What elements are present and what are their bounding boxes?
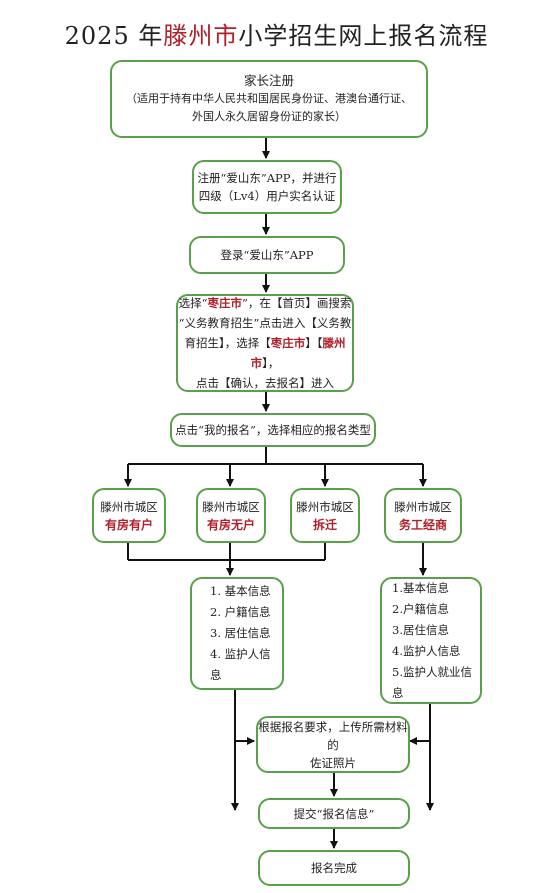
list-item: 3.居住信息 bbox=[392, 622, 449, 637]
type-area: 滕州市城区 bbox=[394, 499, 452, 514]
upload-line1: 根据报名要求，上传所需材料的 bbox=[258, 719, 408, 752]
register-title: 家长注册 bbox=[243, 73, 294, 88]
list-item: 1. 基本信息 bbox=[210, 584, 271, 598]
list-item: 4.监护人信息 bbox=[392, 643, 461, 658]
select-line4: 点击【确认，去报名】进入 bbox=[196, 376, 334, 390]
step-upload: 根据报名要求，上传所需材料的 佐证照片 bbox=[256, 716, 410, 773]
list-item: 1.基本信息 bbox=[392, 580, 449, 595]
register-note-1: （适用于持有中华人民共和国居民身份证、港澳台通行证、 bbox=[126, 92, 412, 105]
step-select-region: 选择“枣庄市”，在【首页】画搜索 “义务教育招生”点击进入【义务教 育招生】，选… bbox=[176, 294, 354, 392]
step-app-register: 注册“爱山东”APP，并进行 四级（Lv4）用户实名认证 bbox=[192, 160, 342, 214]
step-done: 报名完成 bbox=[258, 850, 410, 886]
upload-line2: 佐证照片 bbox=[310, 755, 356, 770]
step-parent-register: 家长注册 （适用于持有中华人民共和国居民身份证、港澳台通行证、 外国人永久居留身… bbox=[110, 60, 428, 138]
my-signup-text: 点击“我的报名”，选择相应的报名类型 bbox=[175, 423, 371, 437]
type-box-2: 滕州市城区 有房无户 bbox=[196, 488, 266, 543]
type-label: 拆迁 bbox=[312, 517, 337, 532]
type-box-3: 滕州市城区 拆迁 bbox=[290, 488, 360, 543]
step-my-signup: 点击“我的报名”，选择相应的报名类型 bbox=[170, 413, 376, 447]
type-area: 滕州市城区 bbox=[100, 499, 158, 514]
title-year: 2025 年 bbox=[64, 22, 164, 50]
register-note-2: 外国人永久居留身份证的家长） bbox=[192, 110, 346, 123]
select-line3: 育招生】，选择【枣庄市】【滕州市】， bbox=[184, 336, 346, 370]
type-area: 滕州市城区 bbox=[296, 499, 354, 514]
step-submit: 提交“报名信息” bbox=[258, 798, 410, 829]
type-label: 有房无户 bbox=[206, 517, 255, 532]
select-line1: 选择“枣庄市”，在【首页】画搜索 bbox=[178, 296, 352, 310]
list-item: 2.户籍信息 bbox=[392, 601, 449, 616]
login-text: 登录“爱山东”APP bbox=[220, 248, 314, 262]
list-item: 2. 户籍信息 bbox=[210, 605, 271, 619]
page-title: 2025 年滕州市小学招生网上报名流程 bbox=[0, 16, 553, 51]
select-line2: “义务教育招生”点击进入【义务教 bbox=[178, 316, 352, 330]
info-list-right: 1.基本信息 2.户籍信息 3.居住信息 4.监护人信息 5.监护人就业信息 bbox=[380, 577, 482, 704]
type-label: 务工经商 bbox=[398, 517, 447, 532]
submit-text: 提交“报名信息” bbox=[293, 806, 375, 821]
list-item: 3. 居住信息 bbox=[210, 626, 271, 640]
app-register-line1: 注册“爱山东”APP，并进行 bbox=[197, 171, 337, 185]
app-register-line2: 四级（Lv4）用户实名认证 bbox=[198, 189, 336, 203]
type-area: 滕州市城区 bbox=[202, 499, 260, 514]
list-item: 4. 监护人信息 bbox=[210, 647, 271, 682]
step-login: 登录“爱山东”APP bbox=[189, 236, 345, 274]
type-box-1: 滕州市城区 有房有户 bbox=[92, 488, 166, 543]
list-item: 5.监护人就业信息 bbox=[392, 664, 472, 700]
type-box-4: 滕州市城区 务工经商 bbox=[384, 488, 462, 543]
title-city: 滕州市 bbox=[163, 22, 239, 50]
info-list-left: 1. 基本信息 2. 户籍信息 3. 居住信息 4. 监护人信息 bbox=[190, 577, 284, 690]
title-rest: 小学招生网上报名流程 bbox=[238, 22, 489, 50]
type-label: 有房有户 bbox=[104, 517, 153, 532]
done-text: 报名完成 bbox=[311, 861, 357, 875]
